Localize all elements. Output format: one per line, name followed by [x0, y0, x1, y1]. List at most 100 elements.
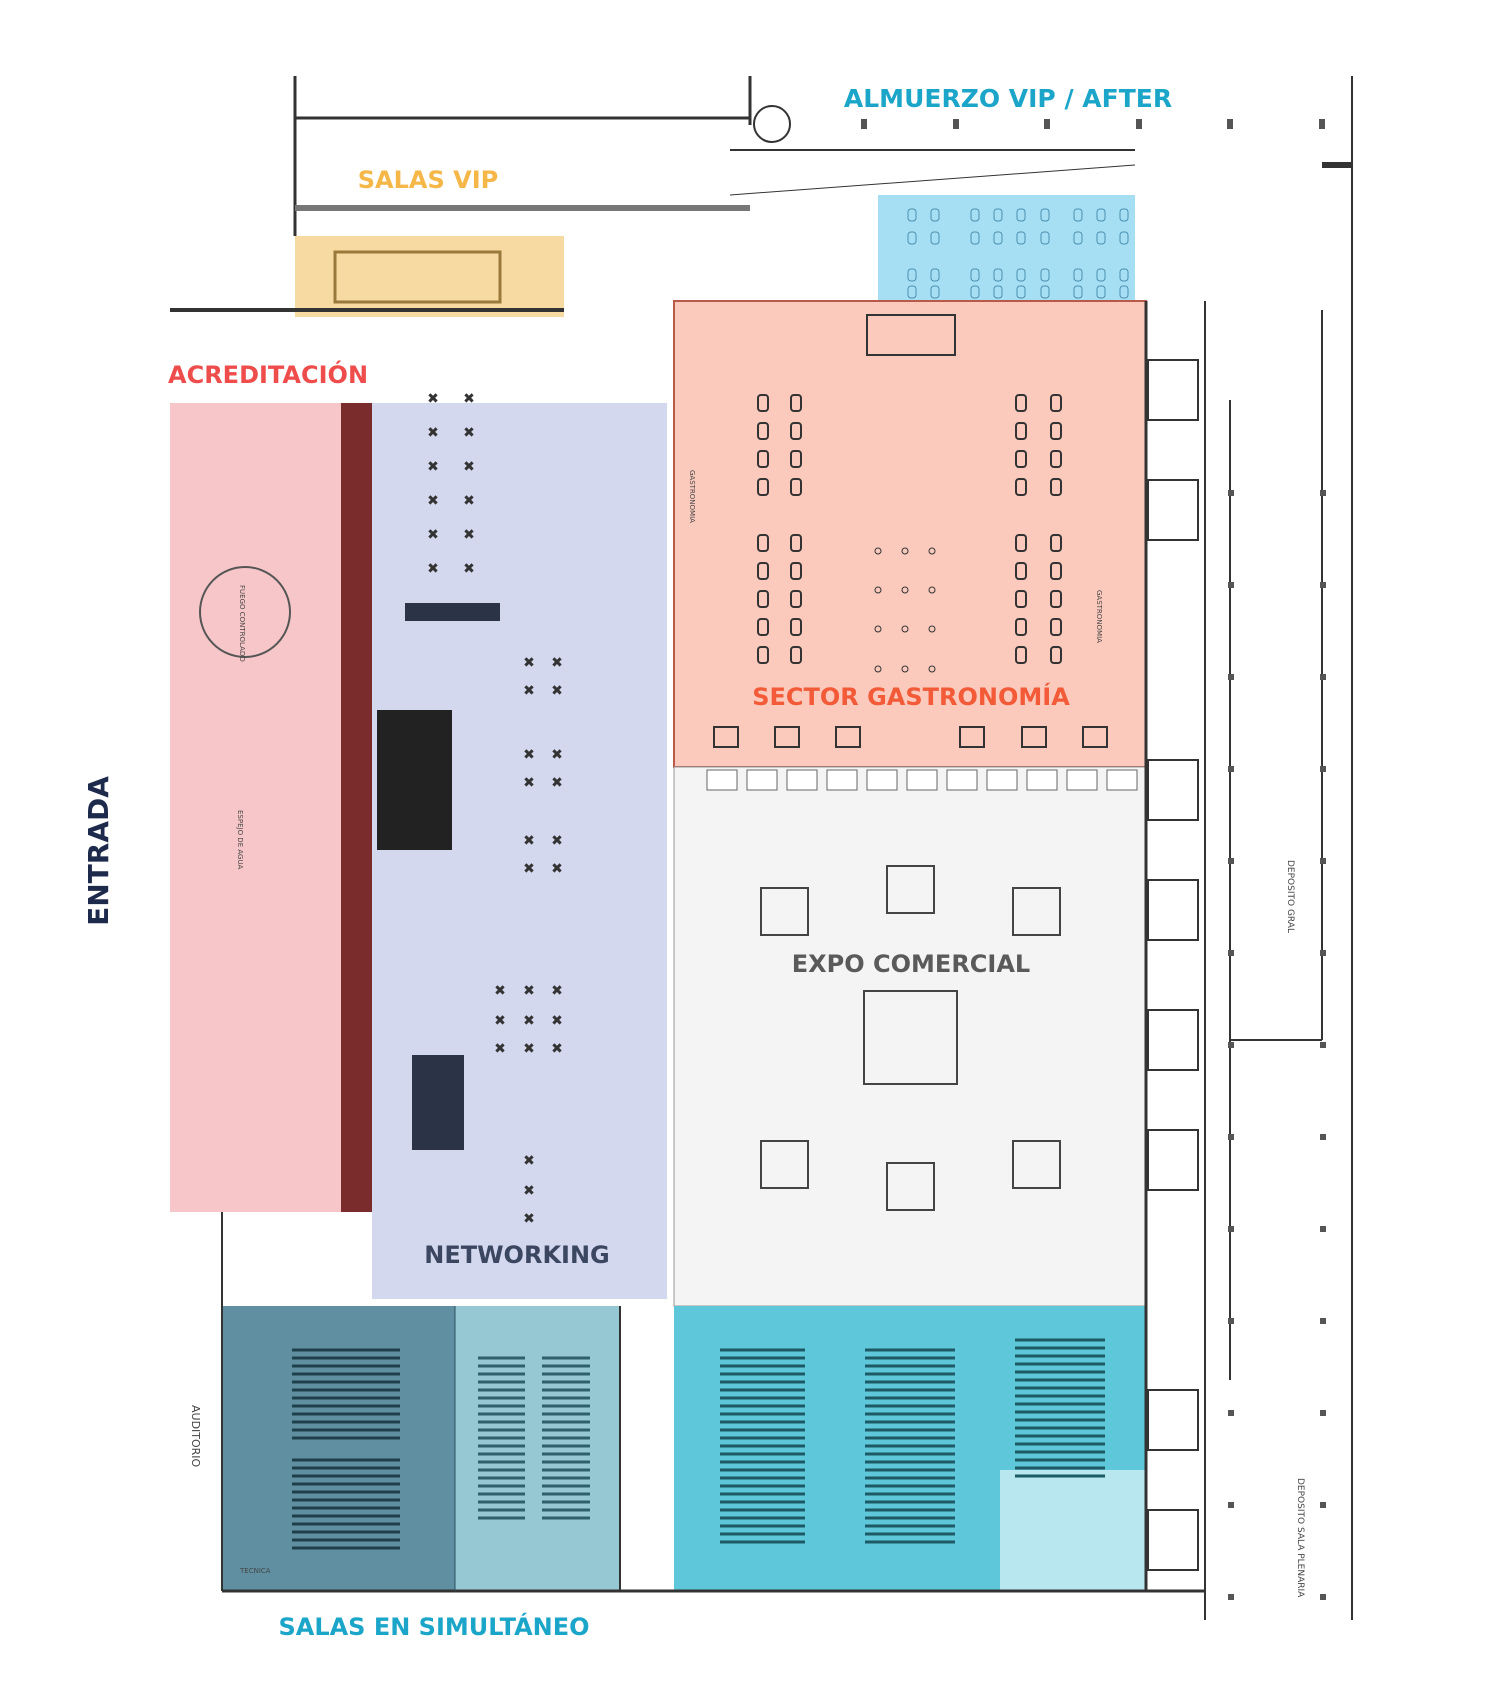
- zone-sector-gastronomia[interactable]: [673, 300, 1147, 768]
- dining-table: [1050, 646, 1062, 664]
- vip-meeting-table: [333, 250, 502, 304]
- almuerzo-table: [993, 231, 1003, 245]
- zone-expo-comercial[interactable]: [673, 766, 1147, 1307]
- zone-acreditacion[interactable]: [170, 403, 372, 1212]
- networking-table: ✖: [523, 861, 535, 877]
- expo-stand: [1026, 769, 1058, 791]
- dining-table: [1050, 450, 1062, 468]
- gastronomia-stand: [1021, 726, 1047, 748]
- dining-table: [1050, 590, 1062, 608]
- bar-table: [928, 586, 936, 594]
- service-module: [1147, 1009, 1199, 1071]
- networking-table: ✖: [551, 983, 563, 999]
- dining-table: [790, 618, 802, 636]
- expo-stand: [906, 769, 938, 791]
- column-marker: [1228, 1318, 1234, 1324]
- almuerzo-table: [1096, 285, 1106, 299]
- dining-table: [1015, 618, 1027, 636]
- zone-sala-a[interactable]: [455, 1306, 620, 1591]
- almuerzo-table: [1016, 231, 1026, 245]
- label-salas-vip: SALAS VIP: [358, 166, 498, 194]
- networking-table: ✖: [427, 459, 439, 475]
- gastronomia-stand: [1082, 726, 1108, 748]
- label-salas-simultaneo: SALAS EN SIMULTÁNEO: [278, 1612, 589, 1641]
- plan-furniture: ✖✖✖✖✖✖✖✖✖✖✖✖✖✖✖✖✖✖✖✖✖✖✖✖✖✖✖✖✖✖✖✖✖✖✖✖: [292, 119, 1326, 1600]
- bar-table: [928, 625, 936, 633]
- dining-table: [790, 478, 802, 496]
- bar-table: [901, 547, 909, 555]
- networking-table: ✖: [427, 527, 439, 543]
- zone-auditorio[interactable]: [222, 1306, 455, 1591]
- almuerzo-table: [1040, 285, 1050, 299]
- label-entrada: ENTRADA: [82, 776, 115, 926]
- booth: [760, 1140, 809, 1189]
- dining-table: [1050, 618, 1062, 636]
- almuerzo-table: [1073, 268, 1083, 282]
- almuerzo-table: [1119, 231, 1129, 245]
- bar-table: [928, 547, 936, 555]
- label-almuerzo-vip: ALMUERZO VIP / AFTER: [844, 84, 1172, 113]
- gastronomia-right-label: GASTRONOMIA: [1095, 590, 1103, 643]
- networking-table: ✖: [427, 425, 439, 441]
- bar-table: [874, 665, 882, 673]
- networking-table: ✖: [523, 1153, 535, 1169]
- column-marker: [953, 119, 959, 129]
- dining-table: [1015, 478, 1027, 496]
- bar-table: [928, 665, 936, 673]
- networking-table: ✖: [551, 747, 563, 763]
- almuerzo-table: [970, 231, 980, 245]
- dining-table: [790, 646, 802, 664]
- almuerzo-table: [993, 268, 1003, 282]
- column-marker: [1228, 582, 1234, 588]
- column-marker: [1320, 490, 1326, 496]
- dining-table: [1015, 450, 1027, 468]
- column-marker: [1228, 1410, 1234, 1416]
- service-module: [1147, 1509, 1199, 1571]
- service-module: [1147, 1389, 1199, 1451]
- networking-table: ✖: [523, 775, 535, 791]
- booth: [886, 1162, 935, 1211]
- column-marker: [1320, 858, 1326, 864]
- label-networking: NETWORKING: [424, 1241, 610, 1269]
- column-marker: [1228, 858, 1234, 864]
- expo-stand: [786, 769, 818, 791]
- almuerzo-table: [970, 285, 980, 299]
- networking-table: ✖: [523, 1041, 535, 1057]
- networking-table: ✖: [551, 1041, 563, 1057]
- dining-table: [757, 450, 769, 468]
- networking-table: ✖: [523, 655, 535, 671]
- lounge-block: [405, 603, 500, 621]
- dining-table: [1050, 534, 1062, 552]
- networking-table: ✖: [551, 1013, 563, 1029]
- networking-table: ✖: [551, 775, 563, 791]
- dining-table: [790, 394, 802, 412]
- almuerzo-table: [930, 268, 940, 282]
- column-marker: [1320, 582, 1326, 588]
- column-marker: [1228, 674, 1234, 680]
- expo-stand: [1066, 769, 1098, 791]
- almuerzo-table: [1016, 208, 1026, 222]
- almuerzo-table: [1073, 231, 1083, 245]
- almuerzo-table: [1119, 268, 1129, 282]
- almuerzo-table: [1040, 231, 1050, 245]
- column-marker: [1320, 766, 1326, 772]
- fuego-label: FUEGO CONTROLADO: [238, 585, 246, 662]
- column-marker: [1320, 950, 1326, 956]
- auditorio-label: AUDITORIO: [189, 1405, 202, 1468]
- dining-table: [1015, 394, 1027, 412]
- dining-table: [757, 534, 769, 552]
- networking-table: ✖: [551, 683, 563, 699]
- zone-almuerzo-vip[interactable]: [878, 195, 1135, 301]
- dining-table: [1050, 562, 1062, 580]
- dining-table: [757, 562, 769, 580]
- almuerzo-table: [907, 208, 917, 222]
- dining-table: [790, 534, 802, 552]
- dining-table: [1050, 422, 1062, 440]
- networking-table: ✖: [494, 1013, 506, 1029]
- expo-booths: [760, 865, 1061, 1211]
- networking-table: ✖: [523, 747, 535, 763]
- almuerzo-table: [1073, 208, 1083, 222]
- bar-table: [901, 665, 909, 673]
- almuerzo-table: [1073, 285, 1083, 299]
- zone-networking[interactable]: [372, 403, 667, 1299]
